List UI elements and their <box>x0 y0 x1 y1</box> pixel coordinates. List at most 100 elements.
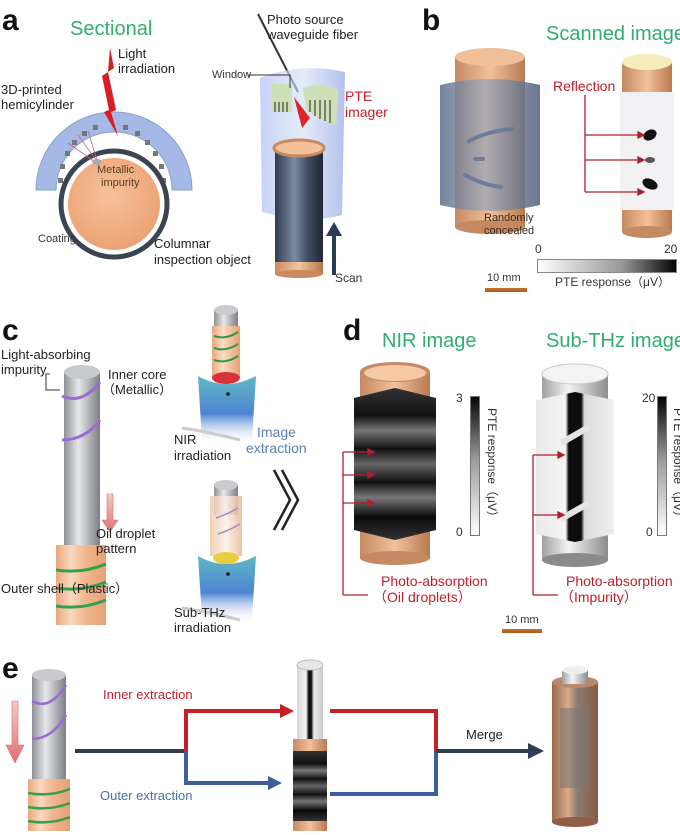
colorbar-b <box>537 259 677 273</box>
nir-image-title: NIR image <box>382 330 477 352</box>
inner-path-in <box>184 709 282 751</box>
reflection-arrows <box>584 95 646 197</box>
fiber-label-1: Photo source <box>267 12 344 27</box>
outer-path-out <box>330 751 438 796</box>
reflection-spot-1 <box>643 129 657 141</box>
impurity-helix-1 <box>61 381 102 400</box>
light-label-2: irradiation <box>118 61 176 76</box>
nir-image-cylinder <box>354 362 436 565</box>
irradiation-diagrams <box>181 305 256 623</box>
subthz-colorbar-min: 0 <box>646 525 653 539</box>
reflection-label: Reflection <box>553 78 616 94</box>
image-extraction-label-2: extraction <box>246 440 307 456</box>
pte-imager-label-1: PTE <box>345 88 373 104</box>
subthz-annotation-2: （Impurity） <box>560 589 638 605</box>
hemicylinder-shape <box>35 111 193 191</box>
subthz-colorbar-max: 20 <box>642 391 656 405</box>
subthz-colorbar-label: PTE response（μV） <box>671 408 680 523</box>
pte-imager-label-2: imager <box>345 104 388 120</box>
scale-b-bar <box>485 288 527 292</box>
metallic-impurity <box>92 159 102 165</box>
outer-path-in <box>184 751 270 785</box>
reflection-spot-2 <box>645 157 655 163</box>
sensor-array-right <box>303 84 338 126</box>
e-insertion-arrow <box>5 700 25 764</box>
outer-scan-strip <box>293 751 327 821</box>
columnar-label-2: inspection object <box>154 252 251 267</box>
light-label-1: Light <box>118 46 147 61</box>
oil-label-1: Oil droplet <box>96 526 156 541</box>
reflection-spot-3 <box>642 178 658 190</box>
split-object <box>293 659 327 831</box>
concealed-label-1: Randomly <box>484 212 534 224</box>
subthz-image-cylinder <box>536 363 614 567</box>
subthz-colorbar <box>657 396 667 536</box>
inner-extraction-label: Inner extraction <box>103 687 193 702</box>
oil-pattern-2 <box>55 580 107 591</box>
pte-scan-strip <box>620 92 674 210</box>
concealed-label-2: concealed <box>484 225 535 237</box>
panel-a-letter: a <box>2 4 19 37</box>
c-impurity-label-1: Light-absorbing <box>1 347 91 362</box>
nir-annotation-2: （Oil droplets） <box>373 589 472 605</box>
scale-d-label: 10 mm <box>505 614 539 626</box>
colorbar-b-min: 0 <box>535 242 542 256</box>
sensor-array-left <box>272 84 292 112</box>
merge-arrowhead <box>528 743 544 759</box>
outer-extraction-label: Outer extraction <box>100 788 193 803</box>
nir-beam <box>212 372 240 384</box>
extraction-chevron-icon <box>272 469 300 531</box>
hemicylinder-label-1: 3D-printed <box>1 82 62 97</box>
source-object <box>5 669 71 831</box>
insertion-arrow <box>101 493 119 533</box>
window-label: Window <box>212 69 252 81</box>
scale-d-bar <box>502 629 542 633</box>
nir-scan-strip <box>354 388 436 540</box>
concealed-defects <box>463 127 515 189</box>
scan-arrow <box>326 222 342 275</box>
oil-pattern-1 <box>55 562 107 573</box>
colorbar-b-max: 20 <box>664 242 678 256</box>
extraction-flow <box>75 704 544 796</box>
image-extraction-label-1: Image <box>257 424 296 440</box>
inner-core-label-2: （Metallic） <box>102 382 173 397</box>
concealing-sleeve <box>440 79 540 211</box>
layered-object-diagram <box>45 365 119 625</box>
merge-label: Merge <box>466 727 503 742</box>
subthz-scan-strip <box>536 392 614 542</box>
subthz-beam <box>213 552 239 564</box>
panel-d-letter: d <box>343 314 362 347</box>
nir-colorbar-max: 3 <box>456 391 463 405</box>
fiber-label-2: waveguide fiber <box>267 27 359 42</box>
panel-b-letter: b <box>422 4 441 37</box>
impurity-label-1: Metallic <box>97 164 135 176</box>
panel-c-letter: c <box>2 314 19 347</box>
subthz-irradiation-label-1: Sub-THz <box>174 605 226 620</box>
oil-pattern-3 <box>55 598 107 609</box>
metal-core <box>68 158 160 250</box>
window-leader <box>248 74 291 88</box>
merged-scan-band <box>560 708 590 788</box>
subthz-annotation-1: Photo-absorption <box>566 573 673 589</box>
coating-label: Coating <box>38 233 76 245</box>
outer-shell-label: Outer shell（Plastic） <box>1 581 129 596</box>
pte-light-cone <box>294 97 310 128</box>
subthz-impurity-gap-2 <box>560 500 590 522</box>
panel-e-letter: e <box>2 652 19 685</box>
nir-colorbar <box>470 396 480 536</box>
nir-irradiation-label-2: irradiation <box>174 448 232 463</box>
concealed-cylinder <box>440 48 540 234</box>
nir-colorbar-label: PTE response（μV） <box>485 408 499 523</box>
nir-colorbar-min: 0 <box>456 525 463 539</box>
inner-core-label-1: Inner core <box>108 367 167 382</box>
scanned-cylinder <box>620 54 674 238</box>
pte-imager-diagram <box>257 13 345 278</box>
nir-cup <box>198 376 256 445</box>
columnar-label-1: Columnar <box>154 236 211 251</box>
subthz-cup <box>198 556 256 623</box>
nir-annotation-arrows <box>342 447 376 596</box>
impurity-leader <box>45 373 60 391</box>
subthz-irradiation-label-2: irradiation <box>174 620 232 635</box>
subthz-image-title: Sub-THz image <box>546 330 680 352</box>
oil-label-2: pattern <box>96 541 137 556</box>
